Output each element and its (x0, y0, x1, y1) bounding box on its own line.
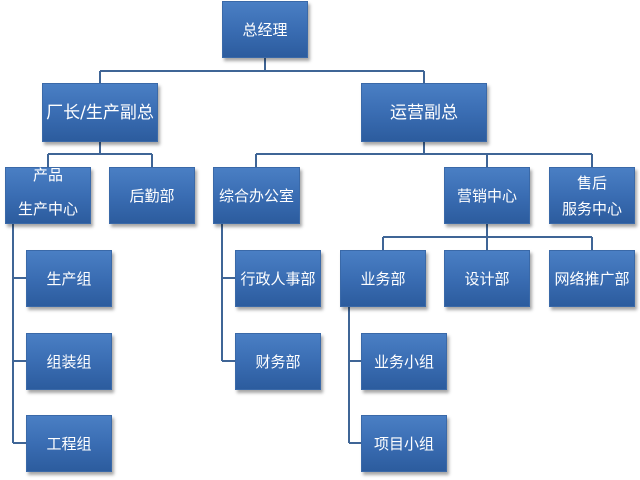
node-label: 网络推广部 (554, 269, 630, 288)
node-label: 产品 (32, 166, 63, 184)
node-online-promo-dept: 网络推广部 (549, 250, 635, 307)
node-label: 业务小组 (373, 352, 434, 371)
node-label: 组装组 (46, 352, 92, 371)
node-finance: 财务部 (235, 333, 321, 390)
node-label: 后勤部 (129, 186, 175, 205)
node-label: 财务部 (255, 352, 301, 371)
node-business-team: 业务小组 (361, 333, 447, 390)
node-marketing-center: 营销中心 (444, 167, 530, 224)
node-production-group: 生产组 (26, 250, 112, 307)
node-label: 售后 (576, 173, 607, 192)
node-after-sales: 售后服务中心 (549, 167, 635, 224)
node-design-dept: 设计部 (444, 250, 530, 307)
node-logistics: 后勤部 (109, 167, 195, 224)
node-label: 总经理 (242, 20, 288, 39)
node-label: 服务中心 (561, 199, 622, 218)
node-operations-vp: 运营副总 (361, 83, 487, 142)
node-ceo: 总经理 (222, 1, 308, 58)
node-label: 厂长/生产副总 (46, 102, 154, 123)
node-label: 设计部 (464, 269, 510, 288)
node-label: 营销中心 (456, 186, 517, 205)
node-label: 运营副总 (390, 102, 458, 123)
node-label: 业务部 (360, 269, 406, 288)
node-label: 项目小组 (373, 434, 434, 453)
node-label: 生产中心 (17, 200, 78, 218)
node-label: 工程组 (46, 434, 92, 453)
node-label: 生产组 (46, 269, 92, 288)
node-general-office: 综合办公室 (213, 167, 300, 224)
node-engineering-group: 工程组 (26, 415, 112, 472)
node-business-dept: 业务部 (340, 250, 426, 307)
node-production-vp: 厂长/生产副总 (42, 83, 158, 142)
node-label: 综合办公室 (218, 186, 294, 205)
node-assembly-group: 组装组 (26, 333, 112, 390)
node-product-center: 产品生产中心 (5, 166, 91, 224)
node-project-team: 项目小组 (361, 415, 447, 472)
node-hr-admin: 行政人事部 (235, 250, 321, 307)
node-label: 行政人事部 (240, 269, 316, 288)
